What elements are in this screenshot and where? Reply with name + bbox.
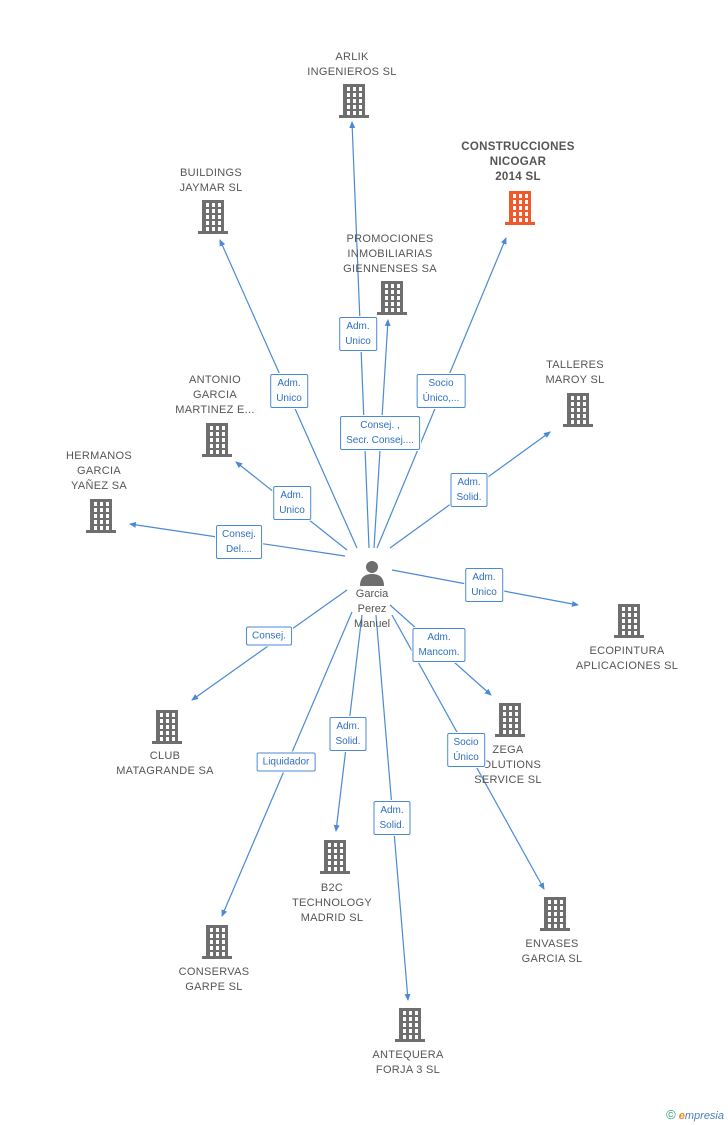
relation-label-antonio[interactable]: Adm. Unico [273,486,311,520]
building-icon-ecopintura[interactable] [614,604,644,638]
company-name: ARLIK INGENIEROS SL [307,51,397,78]
person-name: Garcia Perez Manuel [353,588,391,630]
building-icon-hermanos[interactable] [86,499,116,533]
relation-label-antequera[interactable]: Adm. Solid. [373,801,411,835]
company-node-arlik[interactable]: ARLIK INGENIEROS SL [277,50,427,80]
company-node-promociones[interactable]: PROMOCIONES INMOBILIARIAS GIENNENSES SA [315,232,465,277]
copyright-icon: © [666,1107,676,1122]
building-icon-antonio[interactable] [202,423,232,457]
building-icon-conservas[interactable] [202,925,232,959]
company-name: HERMANOS GARCIA YAÑEZ SA [66,450,132,492]
building-icon-b2c[interactable] [320,840,350,874]
brand-logo-e: e [678,1110,685,1122]
relation-label-talleres[interactable]: Adm. Solid. [450,473,488,507]
relation-label-construcciones[interactable]: Socio Único,... [416,374,466,408]
brand-logo-text: mpresia [684,1110,724,1122]
company-node-envases[interactable]: ENVASES GARCIA SL [477,937,627,967]
building-icon-talleres[interactable] [563,393,593,427]
building-icon-antequera[interactable] [395,1008,425,1042]
building-icon-promociones[interactable] [377,281,407,315]
building-icon-arlik[interactable] [339,84,369,118]
company-node-talleres[interactable]: TALLERES MAROY SL [500,358,650,388]
person-node[interactable]: Garcia Perez Manuel [327,559,417,632]
company-name: TALLERES MAROY SL [545,359,605,386]
company-node-hermanos[interactable]: HERMANOS GARCIA YAÑEZ SA [24,449,174,494]
relation-label-zega[interactable]: Adm. Mancom. [412,628,466,662]
building-icon-club[interactable] [152,710,182,744]
brand-footer: © empresia [666,1107,724,1122]
company-node-antonio[interactable]: ANTONIO GARCIA MARTINEZ E... [140,373,290,418]
company-name: CONSTRUCCIONES NICOGAR 2014 SL [461,141,575,183]
company-name: ANTONIO GARCIA MARTINEZ E... [175,374,255,416]
company-name: ECOPINTURA APLICACIONES SL [575,645,679,672]
company-name: B2C TECHNOLOGY MADRID SL [291,882,372,924]
company-node-ecopintura[interactable]: ECOPINTURA APLICACIONES SL [552,644,702,674]
company-node-buildings[interactable]: BUILDINGS JAYMAR SL [136,166,286,196]
building-icon-buildings[interactable] [198,200,228,234]
company-name: ENVASES GARCIA SL [521,938,583,965]
company-node-construcciones[interactable]: CONSTRUCCIONES NICOGAR 2014 SL [443,140,593,185]
relation-label-buildings[interactable]: Adm. Unico [270,374,308,408]
company-node-club[interactable]: CLUB MATAGRANDE SA [90,749,240,779]
building-icon-construcciones[interactable] [505,191,535,225]
company-name: ZEGA SOLUTIONS SERVICE SL [474,744,542,786]
company-name: ANTEQUERA FORJA 3 SL [372,1049,444,1076]
person-icon [360,561,384,586]
company-name: CLUB MATAGRANDE SA [116,750,214,777]
building-icon-zega[interactable] [495,703,525,737]
company-node-conservas[interactable]: CONSERVAS GARPE SL [139,965,289,995]
company-node-zega[interactable]: ZEGA SOLUTIONS SERVICE SL [433,743,583,788]
relation-label-arlik[interactable]: Adm. Unico [339,317,377,351]
company-name: PROMOCIONES INMOBILIARIAS GIENNENSES SA [343,233,437,275]
company-name: CONSERVAS GARPE SL [178,966,250,993]
relation-label-ecopintura[interactable]: Adm. Unico [465,568,503,602]
building-icon-envases[interactable] [540,897,570,931]
relation-label-conservas[interactable]: Liquidador [256,752,316,772]
company-name: BUILDINGS JAYMAR SL [179,167,243,194]
relation-label-club[interactable]: Consej. [246,626,292,646]
company-node-b2c[interactable]: B2C TECHNOLOGY MADRID SL [257,881,407,926]
relation-label-envases[interactable]: Socio Único [447,733,485,767]
company-node-antequera[interactable]: ANTEQUERA FORJA 3 SL [333,1048,483,1078]
relation-label-promociones[interactable]: Consej. , Secr. Consej.... [340,416,420,450]
relation-label-b2c[interactable]: Adm. Solid. [329,717,367,751]
relation-label-hermanos[interactable]: Consej. Del.... [216,525,262,559]
